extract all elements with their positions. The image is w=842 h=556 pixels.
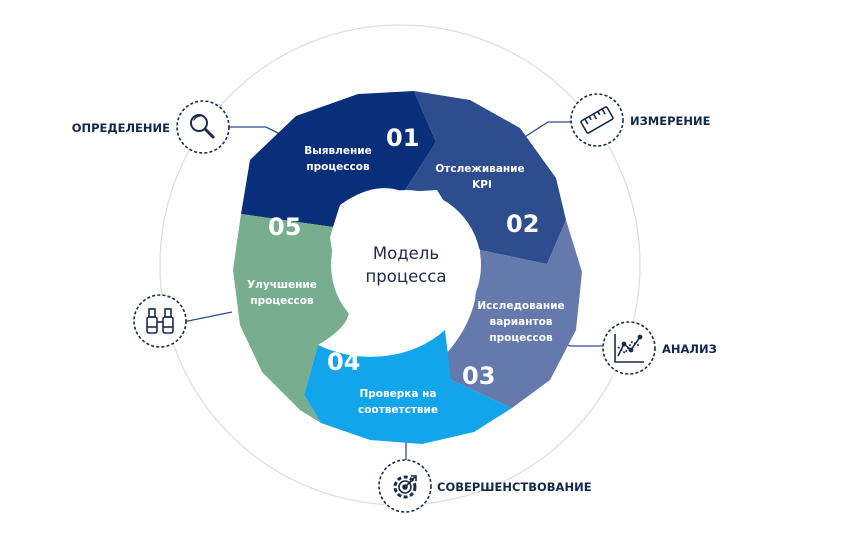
- segment-02-number: 02: [506, 210, 539, 238]
- segment-01-label-line2: процессов: [306, 161, 370, 173]
- process-ring: [233, 91, 582, 444]
- stage-analyze-label: АНАЛИЗ: [662, 342, 717, 356]
- segment-01-shape: [241, 91, 436, 227]
- segment-05-number: 05: [268, 213, 301, 241]
- center-title-line2: процесса: [366, 267, 447, 286]
- stage-measure: ИЗМЕРЕНИЕ: [570, 93, 711, 147]
- segment-04-number: 04: [327, 348, 360, 376]
- segment-05-label-line2: процессов: [250, 295, 314, 307]
- segment-01-label-line1: Выявление: [304, 145, 371, 157]
- ruler-icon: [580, 106, 614, 134]
- segment-05-shape: [233, 214, 349, 423]
- line-chart-icon: [614, 334, 644, 363]
- stage-analyze: АНАЛИЗ: [602, 321, 717, 375]
- stage-improve: [133, 294, 187, 348]
- stage-perfect-label: СОВЕРШЕНСТВОВАНИЕ: [437, 480, 592, 494]
- stage-perfect: СОВЕРШЕНСТВОВАНИЕ: [378, 459, 592, 513]
- segment-04-label-line2: соответствие: [358, 404, 438, 416]
- stage-measure-ring: [570, 93, 624, 147]
- gear-target-icon: [393, 475, 417, 499]
- segment-03-label-line3: процессов: [489, 332, 553, 344]
- segment-02-shape: [404, 91, 566, 264]
- center-title-line1: Модель: [373, 244, 439, 263]
- binoculars-icon: [146, 308, 174, 334]
- segment-03-label-line2: вариантов: [490, 316, 553, 328]
- segment-04-shape: [304, 330, 512, 444]
- segment-02-label-line1: Отслеживание: [435, 163, 524, 175]
- segment-02-label-line2: KPI: [472, 179, 492, 191]
- stage-improve-ring: [133, 294, 187, 348]
- segment-03-label-line1: Исследование: [477, 300, 564, 312]
- stage-measure-label: ИЗМЕРЕНИЕ: [630, 114, 711, 128]
- segment-04-label-line1: Проверка на: [359, 388, 436, 400]
- connector-measure: [519, 121, 573, 141]
- segment-03-number: 03: [462, 362, 495, 390]
- segment-05-label-line1: Улучшение: [247, 279, 317, 291]
- center-circle: [331, 190, 481, 340]
- segment-01-number: 01: [386, 124, 419, 152]
- stage-define-label: ОПРЕДЕЛЕНИЕ: [72, 121, 170, 135]
- stage-define-ring: [176, 100, 230, 154]
- magnifier-icon: [190, 114, 215, 139]
- stage-define: ОПРЕДЕЛЕНИЕ: [72, 100, 230, 154]
